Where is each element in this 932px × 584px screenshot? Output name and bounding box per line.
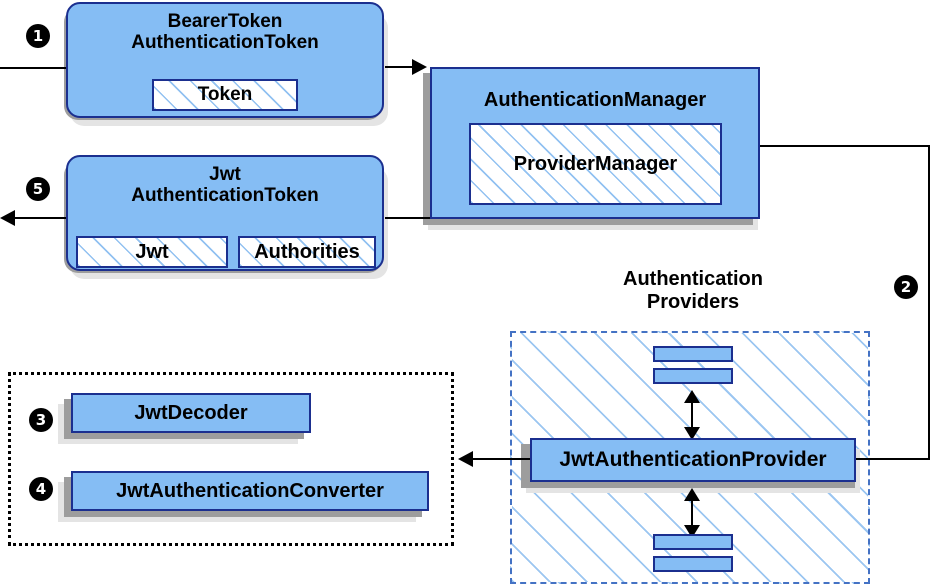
slot-jwt[interactable]: Jwt [76,236,228,268]
connector-manager-right [759,145,930,147]
bearer-token-title-line2: AuthenticationToken [131,32,319,54]
connector-into-provider [806,458,930,460]
other-provider-bar-bottom-2 [653,556,733,572]
jwt-token-title-line2: AuthenticationToken [131,185,319,207]
slot-token-label: Token [197,84,253,105]
connector-provider-up [691,394,693,434]
bearer-token-title-line1: BearerToken [167,11,283,32]
slot-authorities-label: Authorities [254,240,360,263]
arrowhead-provider-up [684,390,700,403]
other-provider-bar-top-1 [653,346,733,362]
connector-1-to-manager [385,66,417,68]
connector-provider-to-support [470,458,532,460]
jwt-support-region [8,372,454,546]
step-badge-2: 2 [894,275,918,299]
node-jwt-authentication-provider[interactable]: JwtAuthenticationProvider [530,438,856,482]
connector-manager-to-jwt-token [385,217,430,219]
node-jwt-authentication-converter[interactable]: JwtAuthenticationConverter [71,471,429,511]
jwt-decoder-title: JwtDecoder [134,401,248,424]
arrowhead-to-support-box [458,451,473,467]
arrowhead-provider-down-top [684,427,700,440]
authentication-providers-caption: Authentication Providers [568,268,818,314]
jwt-provider-title: JwtAuthenticationProvider [559,448,827,472]
connector-provider-down [691,492,693,532]
other-provider-bar-top-2 [653,368,733,384]
slot-authorities[interactable]: Authorities [238,236,376,268]
node-jwt-decoder[interactable]: JwtDecoder [71,393,311,433]
jwt-converter-title: JwtAuthenticationConverter [116,479,384,502]
step-badge-1: 1 [26,24,50,48]
arrowhead-to-manager [412,59,427,75]
slot-token[interactable]: Token [152,79,298,111]
slot-jwt-label: Jwt [135,240,169,263]
jwt-token-title: Jwt AuthenticationToken [68,164,382,207]
jwt-token-title-line1: Jwt [209,164,241,185]
step-badge-3: 3 [29,408,53,432]
step-badge-5: 5 [26,177,50,201]
bearer-token-title: BearerToken AuthenticationToken [68,11,382,54]
slot-provider-manager-label: ProviderManager [513,152,678,175]
auth-manager-title: AuthenticationManager [483,89,707,111]
arrowhead-provider-up-bottom [684,488,700,501]
providers-caption-line1: Authentication [623,268,763,290]
providers-caption-line2: Providers [646,290,740,313]
connector-request-in [0,67,66,69]
connector-response-out [12,217,66,219]
connector-right-down [928,145,930,459]
step-badge-4: 4 [29,477,53,501]
other-provider-bar-bottom-1 [653,534,733,550]
slot-provider-manager[interactable]: ProviderManager [469,123,722,205]
arrowhead-response-out [0,210,15,226]
